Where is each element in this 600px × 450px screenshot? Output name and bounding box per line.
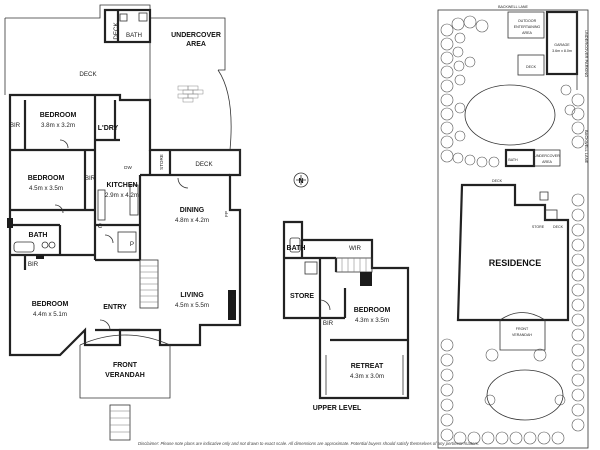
label-kitchen: KITCHEN <box>106 182 137 189</box>
site-label-garage-dim: 3.6m x 8.0m <box>552 49 572 53</box>
label-bedroom-3: BEDROOM <box>32 301 69 308</box>
label-bir-2: BIR <box>85 175 96 182</box>
site-label-verandah: VERANDAH <box>512 333 532 337</box>
fireplace-living <box>228 290 236 320</box>
label-front: FRONT <box>113 362 138 369</box>
label-deck-left: DECK <box>79 71 97 78</box>
outdoor-entertaining-outline <box>507 11 545 39</box>
site-label-store: STORE <box>532 225 545 229</box>
label-dining: DINING <box>180 207 205 214</box>
label-bir-3: BIR <box>28 261 39 268</box>
label-deck-right: DECK <box>195 161 213 168</box>
label-dishwasher: DW <box>124 165 132 170</box>
label-fireplace-1: FP <box>224 211 229 217</box>
label-bedroom-1-dim: 3.8m x 3.2m <box>41 122 75 129</box>
label-entry: ENTRY <box>103 304 127 311</box>
front-verandah-outline <box>79 345 171 399</box>
upper-level-title: UPPER LEVEL <box>313 405 362 412</box>
label-bath: BATH <box>29 232 48 239</box>
site-plan: BACKWELL LANE OUTDOOR ENTERTAINING AREA … <box>437 5 589 449</box>
bathtub <box>13 241 35 253</box>
site-label-undercover: UNDERCOVER <box>534 154 560 158</box>
label-bedroom-3-dim: 4.4m x 5.1m <box>33 311 67 318</box>
ground-floor-plan: DECK BATH UNDERCOVER AREA DECK BEDROOM 3… <box>4 4 242 441</box>
site-label-area: AREA <box>522 31 532 35</box>
upper-label-bedroom-dim: 4.3m x 3.5m <box>355 317 389 324</box>
top-bath-wall <box>103 8 152 44</box>
label-dining-dim: 4.8m x 4.2m <box>175 217 209 224</box>
site-trees <box>440 15 585 445</box>
label-bedroom-1: BEDROOM <box>40 112 77 119</box>
site-boundary <box>437 9 589 449</box>
undercover-pavers <box>177 85 204 103</box>
upper-label-retreat: RETREAT <box>351 363 384 370</box>
label-store: STORE <box>159 154 164 170</box>
label-undercover-area: AREA <box>186 41 206 48</box>
site-label-backwell-lane: BACKWELL LANE <box>498 5 528 9</box>
site-label-backwell-lane-side: BACKWELL LANE <box>584 130 589 164</box>
label-bath-top: BATH <box>126 32 142 39</box>
label-living-dim: 4.5m x 5.5m <box>175 302 209 309</box>
upper-label-bath: BATH <box>287 245 306 252</box>
site-label-undercover-area: AREA <box>542 160 552 164</box>
site-label-deck-mid: DECK <box>492 179 503 183</box>
upper-outer-wall <box>282 220 410 400</box>
label-laundry: L'DRY <box>98 125 119 132</box>
rear-lawn <box>464 84 556 146</box>
disclaimer-text: Disclaimer: Please note plans are indica… <box>138 441 479 446</box>
label-pantry: P <box>130 241 134 248</box>
site-label-deck-top: DECK <box>526 65 537 69</box>
upper-label-retreat-dim: 4.3m x 3.0m <box>350 373 384 380</box>
main-stairs <box>139 259 159 309</box>
upper-label-wir: WIR <box>349 245 362 252</box>
site-label-garage: GARAGE <box>554 43 570 47</box>
site-label-entertaining: ENTERTAINING <box>514 25 541 29</box>
site-label-front: FRONT <box>516 327 529 331</box>
label-living: LIVING <box>180 292 204 299</box>
site-label-bath: BATH <box>508 158 518 162</box>
site-label-residence: RESIDENCE <box>489 258 542 268</box>
label-undercover: UNDERCOVER <box>171 32 221 39</box>
label-deck-top: DECK <box>113 22 120 40</box>
label-bedroom-2-dim: 4.5m x 3.5m <box>29 185 63 192</box>
upper-label-bedroom: BEDROOM <box>354 307 391 314</box>
front-lawn <box>486 369 564 421</box>
label-verandah: VERANDAH <box>105 372 145 379</box>
compass-north-label: N <box>298 178 303 185</box>
residence-footprint <box>456 183 570 322</box>
house-outer-wall <box>8 93 242 357</box>
label-bir-1: BIR <box>10 122 21 129</box>
label-kitchen-dim: 2.9m x 4.2m <box>105 192 139 199</box>
site-label-undercover-parking: UNDERCOVER PARKING <box>584 30 589 77</box>
site-label-deck-right: DECK <box>553 225 564 229</box>
front-steps <box>109 404 131 441</box>
label-fireplace-2: FP <box>231 294 236 300</box>
upper-vanity <box>289 237 301 253</box>
label-bedroom-2: BEDROOM <box>28 175 65 182</box>
upper-label-bir: BIR <box>323 320 334 327</box>
upper-level-plan: BATH WIR STORE BEDROOM 4.3m x 3.5m BIR R… <box>282 220 410 412</box>
label-cupboard: C <box>98 223 103 230</box>
north-compass: N <box>293 172 309 188</box>
site-label-outdoor: OUTDOOR <box>518 19 537 23</box>
upper-label-store: STORE <box>290 293 314 300</box>
upper-stairs <box>335 257 373 273</box>
